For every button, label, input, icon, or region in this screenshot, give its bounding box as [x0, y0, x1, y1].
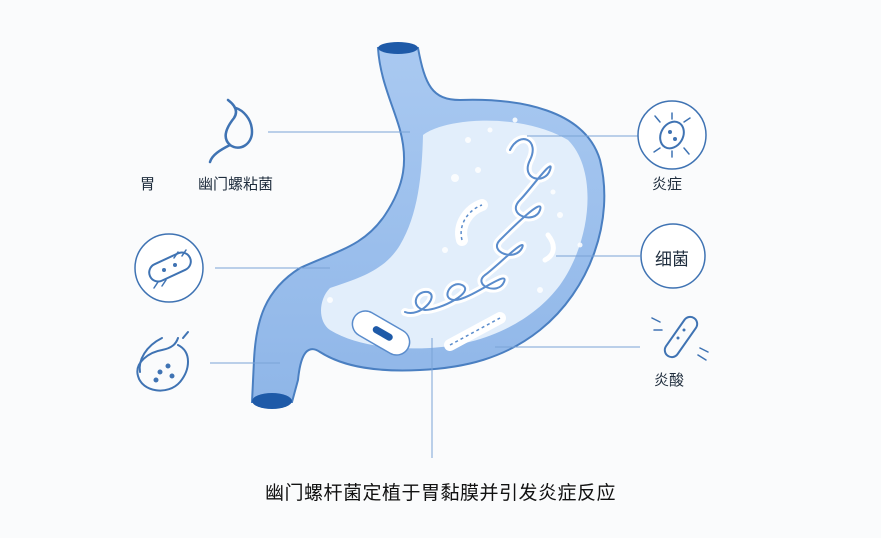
duodenum-opening [252, 393, 292, 409]
esophagus-opening [378, 42, 418, 54]
label-bacteria: 细菌 [655, 250, 689, 270]
label-h-pylori: 幽门螺粘菌 [198, 175, 274, 193]
label-acid: 炎酸 [654, 371, 685, 389]
diagram-caption: 幽门螺杆菌定植于胃黏膜并引发炎症反应 [264, 482, 616, 504]
stomach-lumen [321, 120, 588, 349]
connector-lines [210, 131, 640, 458]
capsule-bacterium-inside [351, 310, 411, 356]
small-worm [542, 232, 556, 263]
label-inflammation: 炎症 [652, 175, 683, 193]
rod-bacterium-icon [651, 315, 709, 361]
curved-rod-bacterium [455, 199, 488, 246]
virus-icon [637, 100, 707, 170]
stomach-cell-icon [136, 331, 189, 392]
rod-bacterium-inside [444, 312, 506, 351]
bacteria-label-circle [640, 223, 706, 289]
bacteria-capsule-icon [134, 233, 204, 303]
label-stomach: 胃 [140, 175, 156, 193]
stomach-outline-icon [208, 98, 254, 164]
